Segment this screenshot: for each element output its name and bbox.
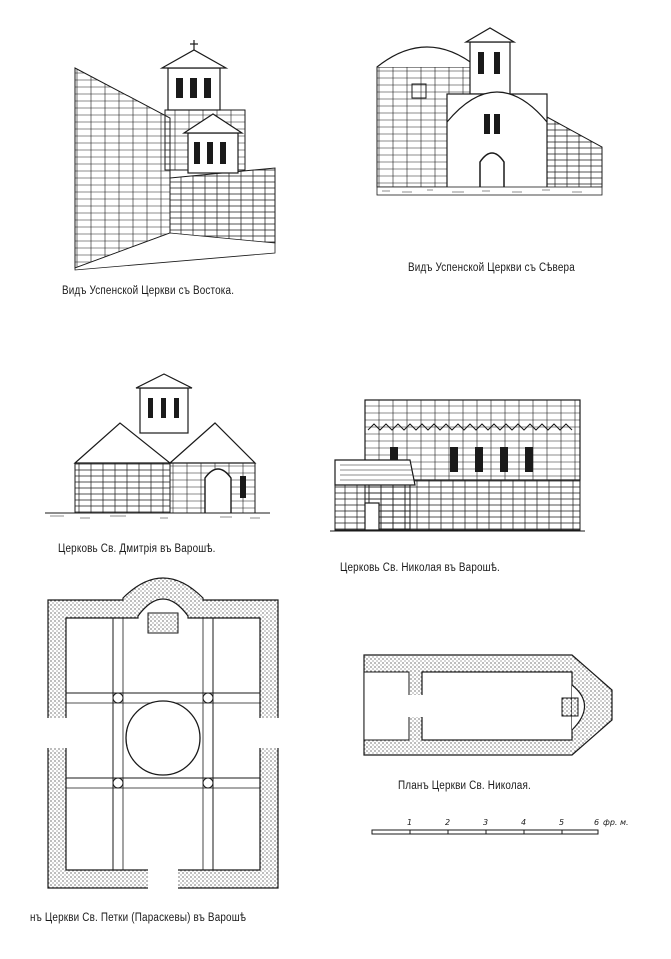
caption-nikola: Церковь Св. Николая въ Варошѣ.	[340, 562, 500, 574]
figure-nikola	[330, 385, 585, 540]
scale-tick-2: 2	[445, 818, 451, 827]
scale-bar-line	[371, 829, 599, 835]
caption-nikola-plan: Планъ Церкви Св. Николая.	[398, 780, 531, 792]
east-view-drawing	[74, 40, 276, 271]
figure-dmitri	[40, 368, 275, 523]
caption-dmitri: Церковь Св. Дмитрія въ Варошѣ.	[58, 543, 216, 555]
caption-petka-plan: нъ Церкви Св. Петки (Параскевы) въ Варош…	[30, 912, 247, 924]
scale-tick-5: 5	[559, 818, 565, 827]
scale-tick-3: 3	[483, 818, 489, 827]
figure-east-view	[70, 38, 285, 273]
figure-nikola-plan	[362, 650, 627, 765]
nikola-drawing	[330, 399, 585, 532]
scale-tick-6: 6	[594, 818, 600, 827]
petka-plan-drawing	[46, 577, 280, 890]
scale-bar: 1 2 3 4 5 6 фр. м.	[370, 818, 650, 848]
figure-petka-plan	[38, 568, 288, 903]
nikola-plan-drawing	[363, 654, 613, 756]
scale-tick-4: 4	[521, 818, 527, 827]
scale-tick-1: 1	[407, 818, 413, 827]
dmitri-drawing	[45, 373, 270, 519]
caption-east-view: Видъ Успенской Церкви съ Востока.	[62, 285, 235, 297]
figure-north-view	[372, 22, 610, 222]
scale-unit: фр. м.	[603, 818, 629, 827]
north-view-drawing	[376, 27, 603, 196]
caption-north-view: Видъ Успенской Церкви съ Сѣвера	[408, 262, 575, 274]
